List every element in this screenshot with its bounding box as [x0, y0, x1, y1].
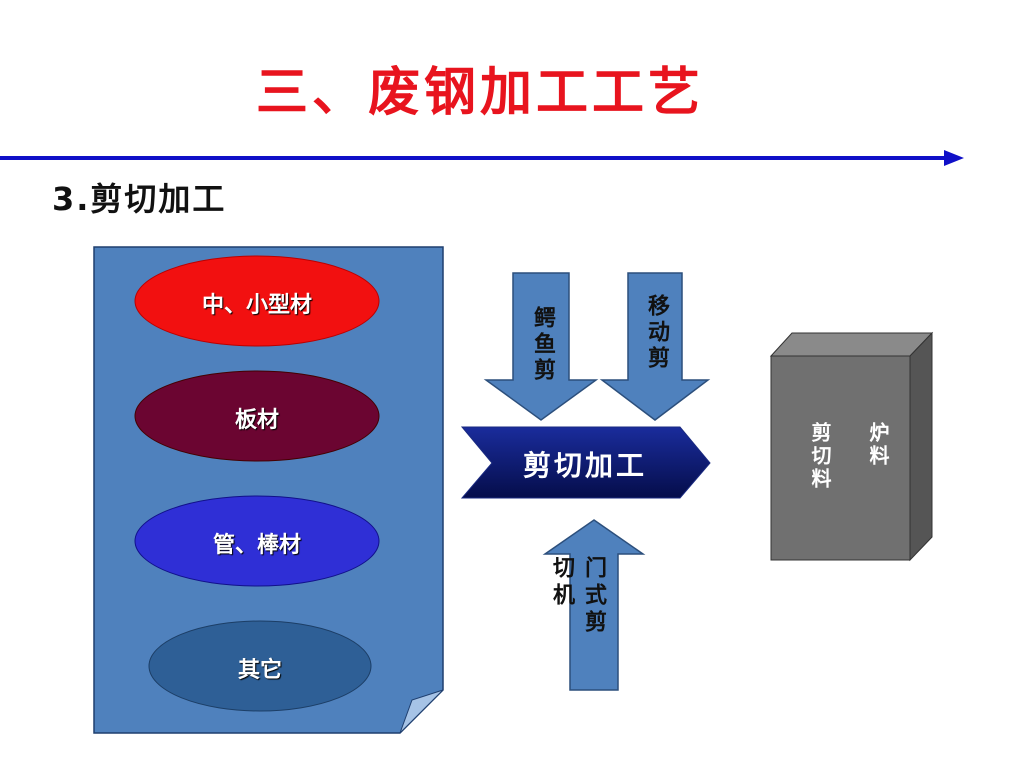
slide-title: 三、废钢加工工艺 — [255, 62, 704, 123]
oval-medium-small-sections — [134, 255, 380, 347]
arrow-crocodile-shear — [483, 272, 599, 421]
arrow-mobile-shear — [599, 272, 711, 421]
output-box-top — [769, 332, 934, 357]
oval-others — [148, 620, 372, 712]
label-gantry-shear: 门式剪切机 — [549, 556, 607, 637]
material-label-medium-small: 中、小型材 — [201, 292, 312, 318]
arrow-gantry-shear — [542, 519, 646, 691]
process-label: 剪切加工 — [522, 449, 647, 482]
material-label-pipes-bars: 管、棒材 — [212, 532, 301, 558]
oval-pipes-bars — [134, 495, 380, 587]
material-label-plates: 板材 — [234, 407, 279, 433]
materials-panel-fold — [399, 689, 444, 734]
section-subtitle: 3.剪切加工 — [52, 180, 227, 218]
process-chevron — [460, 426, 711, 499]
title-rule-arrowhead — [944, 150, 964, 166]
material-label-others: 其它 — [237, 657, 282, 683]
output-label-charge: 炉料 — [866, 422, 890, 468]
output-box-side — [909, 331, 933, 562]
oval-plates — [134, 370, 380, 462]
label-crocodile-shear: 鳄鱼剪 — [530, 306, 556, 384]
output-box-front — [770, 355, 911, 561]
output-label-sheared-scrap: 剪切料 — [808, 422, 832, 491]
label-mobile-shear: 移动剪 — [644, 294, 670, 372]
